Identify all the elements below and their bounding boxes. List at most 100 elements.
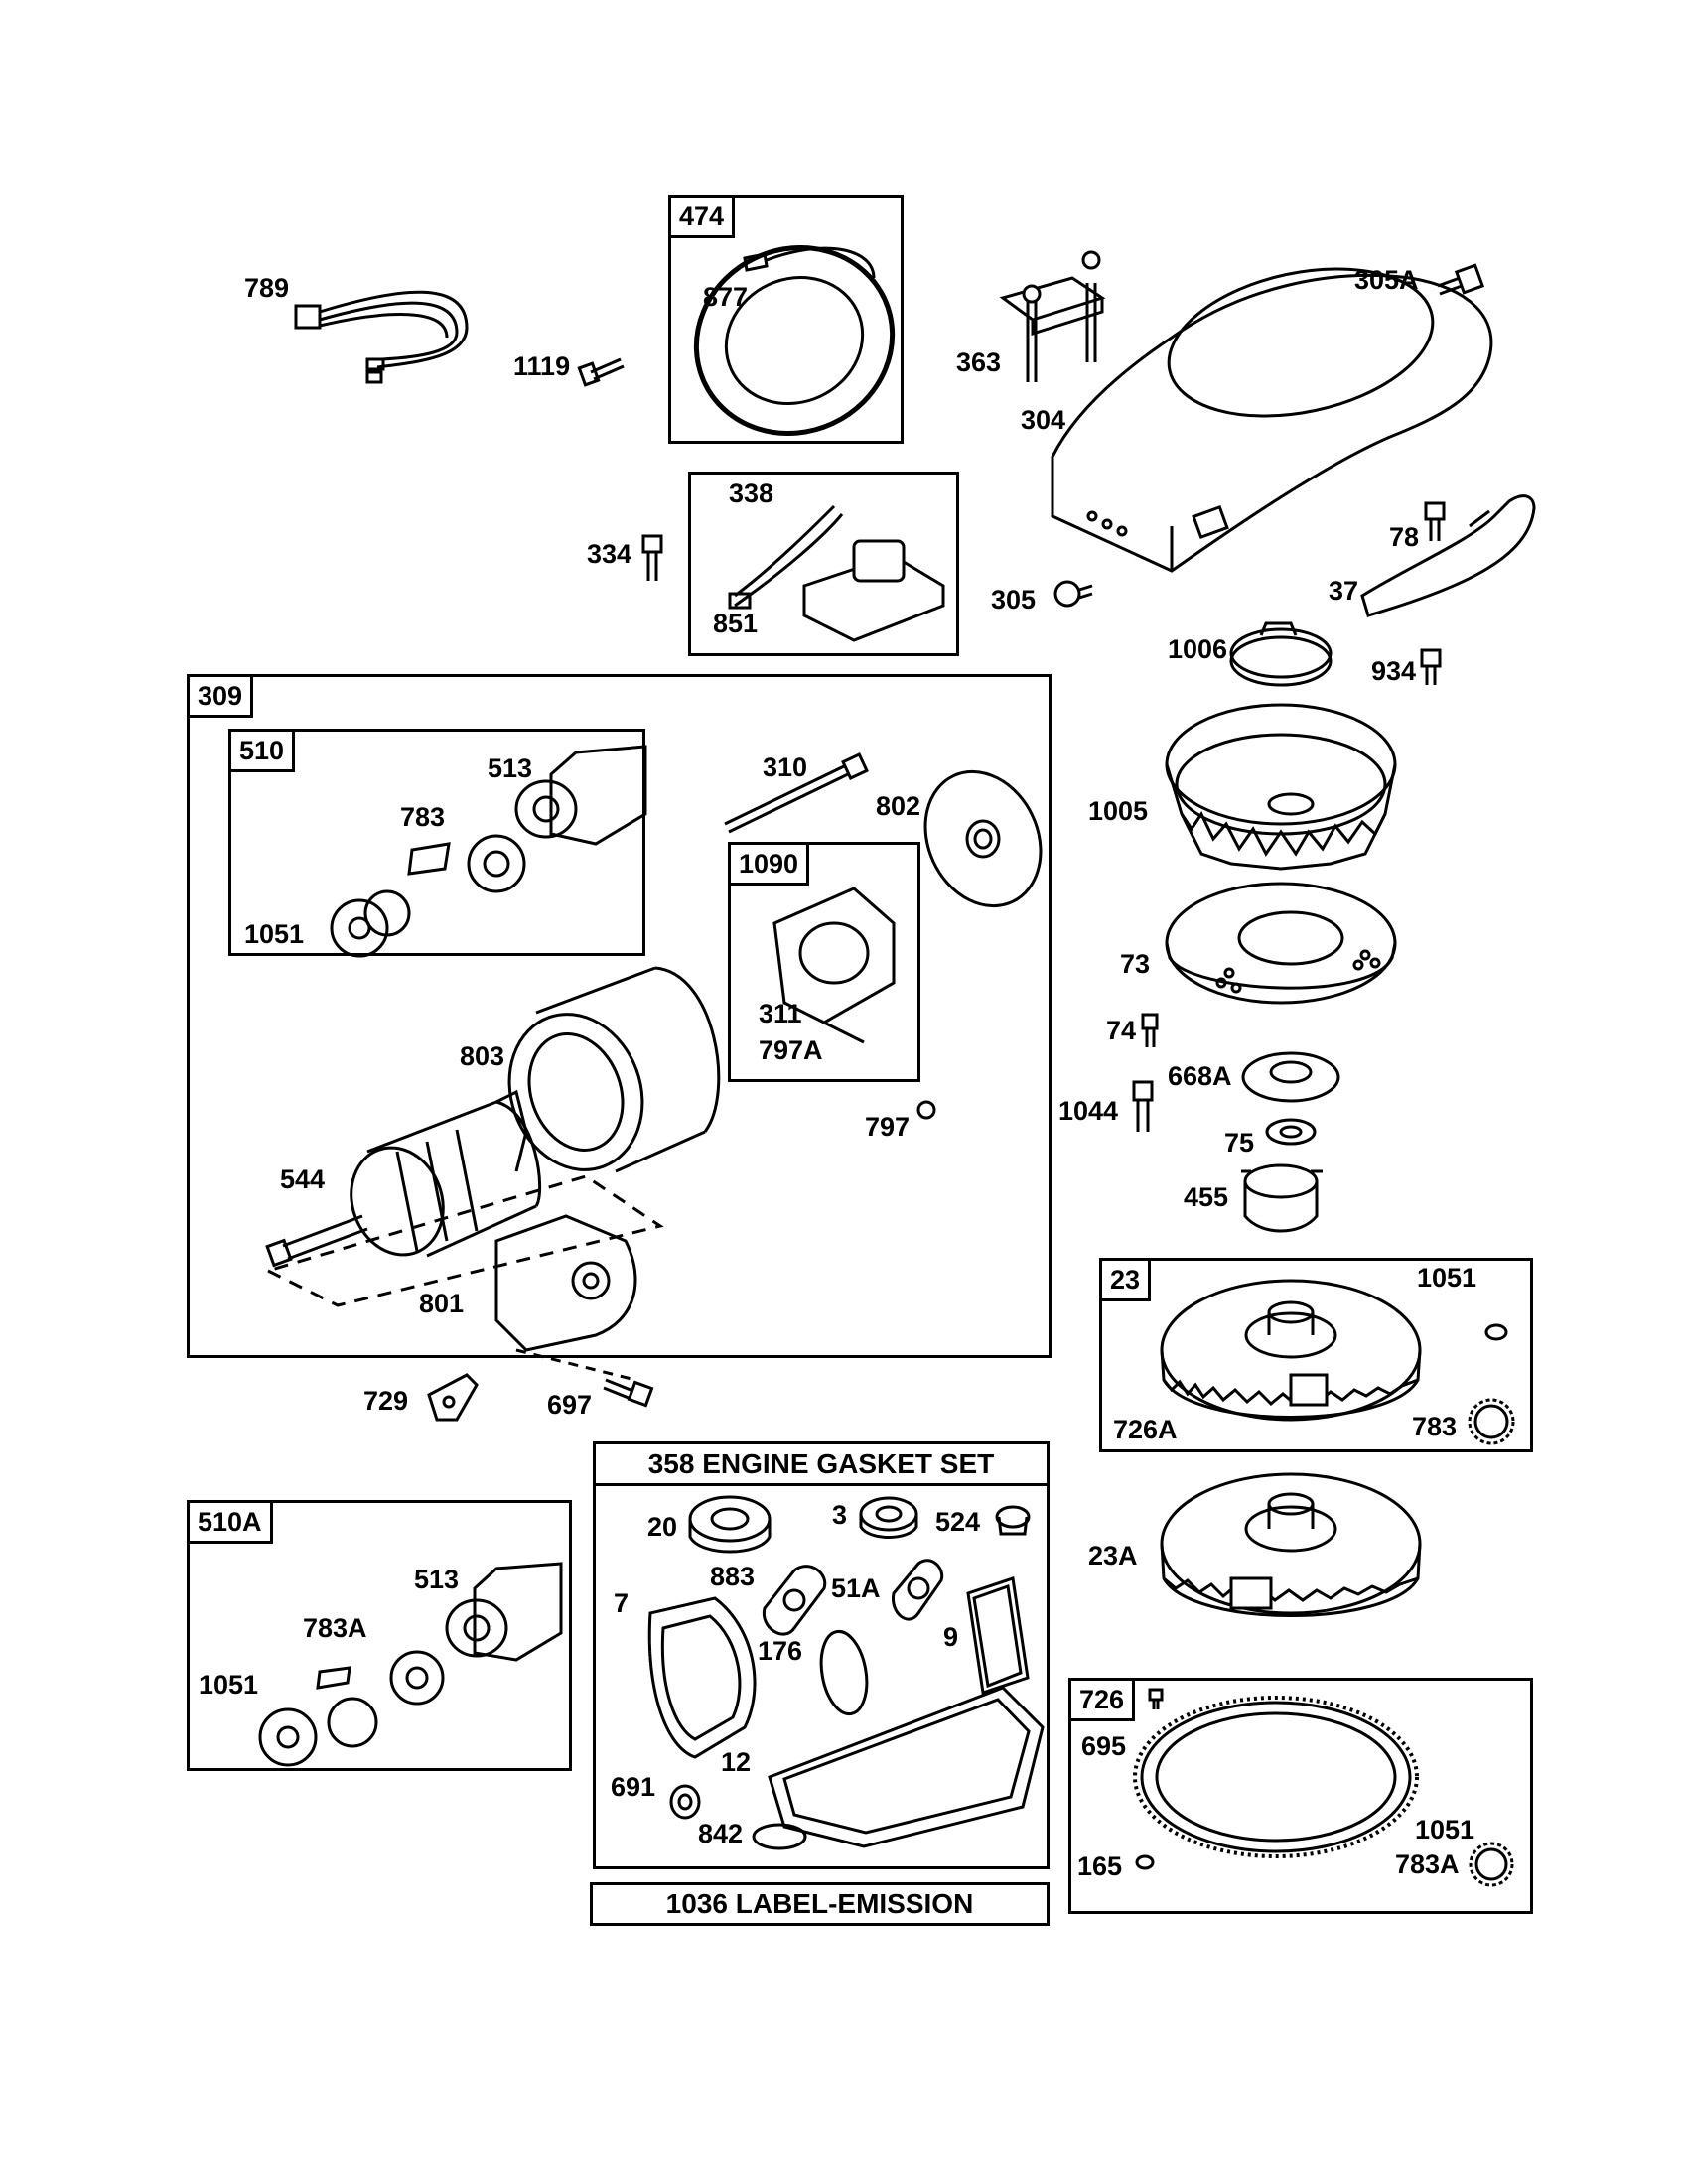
callout-305A: 305A [1354, 265, 1419, 295]
callout-934: 934 [1371, 656, 1417, 686]
callout-73: 73 [1120, 949, 1151, 979]
seal-20-drawing [688, 1495, 772, 1554]
box-474: 474 [668, 195, 904, 444]
callout-851: 851 [713, 609, 759, 638]
callout-801: 801 [419, 1289, 465, 1318]
callout-783A: 783A [303, 1613, 367, 1643]
callout-726A: 726A [1113, 1415, 1178, 1444]
callout-9: 9 [943, 1622, 959, 1652]
thru-bolt-310-drawing [724, 752, 869, 834]
callout-74: 74 [1106, 1016, 1137, 1045]
brush-holder-1090-drawing [772, 887, 896, 1044]
motor-frame-803-drawing [507, 966, 721, 1173]
callout-23A: 23A [1088, 1541, 1138, 1570]
callout-1005: 1005 [1088, 796, 1149, 826]
o-ring-842-drawing [752, 1823, 807, 1850]
callout-877: 877 [703, 282, 749, 312]
callout-363: 363 [956, 347, 1002, 377]
screw-74-drawing [1141, 1013, 1159, 1047]
box-23-tag: 23 [1102, 1261, 1152, 1301]
screen-1006-drawing [1229, 621, 1333, 687]
fan-1005-drawing [1165, 703, 1397, 871]
screw-305A-drawing [1437, 263, 1485, 296]
callout-20: 20 [647, 1512, 678, 1542]
callout-783: 783 [400, 802, 446, 832]
screw-695-drawing [1148, 1688, 1164, 1709]
callout-7: 7 [614, 1588, 630, 1618]
callout-1006: 1006 [1168, 634, 1228, 664]
gear-726-783A-drawing [1469, 1842, 1514, 1887]
callout-37: 37 [1329, 576, 1359, 606]
callout-165: 165 [1077, 1851, 1123, 1881]
callout-883: 883 [710, 1562, 756, 1591]
washer-75-drawing [1265, 1118, 1317, 1146]
box-338: 338 [688, 472, 959, 656]
blower-housing-304-drawing [1051, 267, 1493, 573]
screw-697-drawing [603, 1378, 654, 1408]
bolt-1044-drawing [1132, 1080, 1154, 1132]
bolt-1119-drawing [577, 357, 625, 387]
label-emission-banner: 1036 LABEL-EMISSION [590, 1882, 1050, 1926]
callout-305: 305 [991, 585, 1037, 614]
callout-176: 176 [758, 1636, 803, 1666]
washer-668A-drawing [1241, 1051, 1340, 1103]
callout-1119: 1119 [513, 351, 571, 381]
screw-305-drawing [1053, 580, 1093, 608]
nut-165-drawing [1135, 1854, 1155, 1870]
callout-75: 75 [1224, 1128, 1255, 1158]
gasket-7-drawing [647, 1596, 757, 1759]
end-plate-801-drawing [494, 1214, 637, 1382]
nut-797-drawing [916, 1100, 936, 1120]
callout-697: 697 [547, 1390, 593, 1420]
callout-797A: 797A [759, 1035, 823, 1065]
box-309: 309 [187, 674, 1052, 1358]
callout-668A: 668A [1168, 1061, 1232, 1091]
starter-drive-510-drawing [330, 745, 647, 958]
seal-691-drawing [669, 1784, 701, 1820]
plate-73-drawing [1165, 882, 1397, 1005]
callout-310: 310 [763, 752, 808, 782]
box-726-tag: 726 [1071, 1681, 1136, 1721]
flywheel-23-drawing [1160, 1279, 1422, 1422]
box-510-tag: 510 [231, 732, 296, 772]
callout-1044: 1044 [1058, 1096, 1119, 1126]
callout-726-1051: 1051 [1415, 1815, 1475, 1844]
callout-524: 524 [935, 1507, 981, 1537]
armature-544-drawing [265, 1089, 542, 1268]
callout-789: 789 [244, 273, 290, 303]
callout-510A-1051: 1051 [199, 1670, 259, 1700]
box-1090: 1090 [728, 842, 920, 1082]
armature-outline-dashed [263, 1174, 664, 1307]
box-510A: 510A [187, 1500, 572, 1771]
callout-726-783A: 783A [1395, 1849, 1460, 1879]
plug-524-drawing [995, 1505, 1031, 1536]
box-338-tag: 338 [729, 478, 774, 508]
callout-304: 304 [1021, 405, 1066, 435]
callout-12: 12 [721, 1747, 752, 1777]
flywheel-23A-drawing [1160, 1472, 1422, 1617]
clip-729-drawing [427, 1373, 479, 1422]
callout-842: 842 [698, 1819, 744, 1848]
callout-797: 797 [865, 1112, 911, 1142]
stator-877-drawing [693, 245, 896, 436]
bracket-363-drawing [999, 250, 1106, 382]
callout-513: 513 [488, 753, 533, 783]
box-309-tag: 309 [190, 677, 254, 718]
callout-510A-513: 513 [414, 1565, 460, 1594]
callout-78: 78 [1389, 522, 1420, 552]
gasket-set-box: 358 ENGINE GASKET SET [593, 1441, 1050, 1869]
cup-455-drawing [1241, 1163, 1323, 1233]
gasket-51A-drawing [892, 1559, 944, 1621]
o-ring-176-drawing [819, 1629, 869, 1716]
callout-455: 455 [1184, 1182, 1229, 1212]
box-726: 726 [1068, 1678, 1533, 1914]
box-474-tag: 474 [671, 198, 736, 238]
gasket-9-drawing [966, 1576, 1030, 1695]
nut-23-1051-drawing [1484, 1323, 1508, 1341]
callout-729: 729 [363, 1386, 409, 1416]
box-510: 510 [228, 729, 645, 956]
callout-23-1051: 1051 [1417, 1263, 1477, 1293]
callout-802: 802 [876, 791, 921, 821]
